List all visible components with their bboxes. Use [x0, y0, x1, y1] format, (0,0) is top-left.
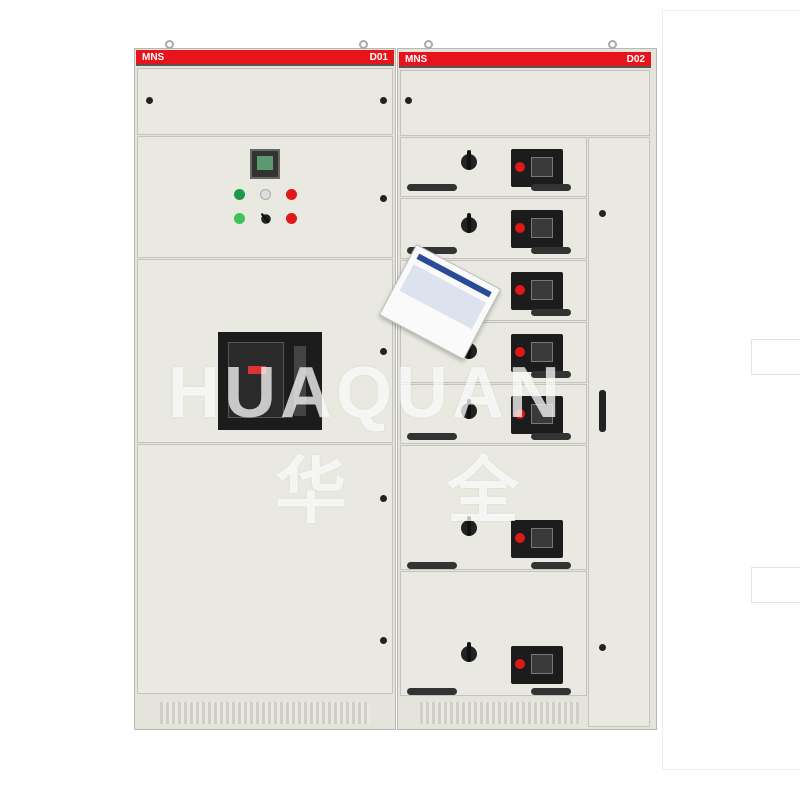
- control-door: [137, 136, 393, 258]
- red-indicator-icon: [286, 189, 297, 200]
- door-handle[interactable]: [599, 390, 606, 432]
- top-door: [400, 70, 650, 136]
- adjacent-cabinet: [662, 10, 800, 770]
- drawer-unit[interactable]: [400, 571, 587, 696]
- watermark-chinese: 华 全: [275, 452, 560, 532]
- white-indicator-icon: [260, 189, 271, 200]
- vent-grille: [160, 702, 370, 724]
- top-door: [137, 68, 393, 135]
- drawer-unit[interactable]: [400, 384, 587, 444]
- stop-button[interactable]: [286, 213, 297, 224]
- vent-grille: [420, 702, 580, 724]
- cabinet-number: D02: [626, 54, 645, 65]
- drawer-unit[interactable]: [400, 445, 587, 570]
- green-indicator-icon: [234, 189, 245, 200]
- series-label: MNS: [405, 54, 428, 65]
- drawer-unit[interactable]: [400, 198, 587, 259]
- breaker-door: [137, 259, 393, 443]
- series-label: MNS: [142, 52, 165, 63]
- cabinet-number: D01: [369, 52, 388, 63]
- lifting-eye: [165, 40, 174, 49]
- power-meter-icon: [250, 149, 280, 179]
- start-button[interactable]: [234, 213, 245, 224]
- lifting-eye: [608, 40, 617, 49]
- cabinet-label-band: MNS D01: [136, 50, 394, 66]
- drawer-unit[interactable]: [400, 137, 587, 197]
- lower-door: [137, 444, 393, 694]
- air-circuit-breaker[interactable]: [218, 332, 322, 430]
- lifting-eye: [424, 40, 433, 49]
- lifting-eye: [359, 40, 368, 49]
- cabinet-label-band: MNS D02: [399, 52, 651, 68]
- cable-compartment-door: [588, 137, 650, 727]
- watermark-latin: HUAQUAN: [168, 353, 564, 433]
- selector-switch[interactable]: [259, 212, 273, 226]
